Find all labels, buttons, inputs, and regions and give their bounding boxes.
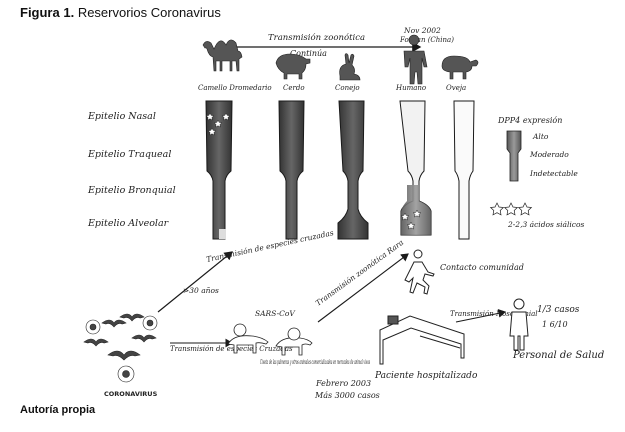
runner-icon: [404, 249, 435, 295]
nosocomial-arrow: [455, 309, 507, 323]
tract-rabbit: [337, 100, 369, 240]
coronavirus-icon: [85, 315, 158, 383]
date-annotation: Nov 2002: [403, 26, 441, 35]
bat-icon-2: [119, 313, 145, 322]
zoonotic-label: Transmisión zoonótica: [268, 32, 365, 43]
years-label: >30 años: [183, 286, 219, 295]
legend-title: DPP4 expresión: [497, 116, 562, 125]
human-icon: [403, 34, 428, 85]
date-feb-2003: Febrero 2003: [315, 379, 371, 388]
zoonotic-rare-arrow: [317, 253, 409, 323]
coronavirus-label: CORONAVIRUS: [104, 390, 158, 398]
figure-caption: Figura 1. Reservorios Coronavirus: [20, 5, 221, 20]
bat-icon-3: [83, 338, 109, 347]
civet-label: Civeta de las palmeras y otros animales …: [260, 358, 370, 366]
cases-third: 1/3 casos: [537, 305, 580, 315]
bat-icon-5: [107, 350, 141, 361]
camel-icon: [202, 39, 243, 72]
host-label-rabbit: Conejo: [335, 84, 360, 92]
sars-virus-icon: [233, 323, 247, 337]
place-annotation: Foshan (China): [399, 36, 454, 44]
figure-credit: Autoría propia: [20, 404, 96, 416]
sars-label: SARS-CoV: [255, 309, 296, 318]
health-staff-label: Personal de Salud: [512, 350, 604, 361]
hospital-bed-icon: [379, 315, 465, 365]
host-label-human: Humano: [395, 84, 426, 92]
legend-swatch: [506, 130, 522, 182]
cases-3000: Más 3000 casos: [314, 391, 380, 400]
tract-sheep: [453, 100, 475, 240]
sars-virus-icon-2: [287, 327, 301, 341]
legend-undetectable: Indetectable: [529, 169, 578, 178]
civet-icon: [227, 335, 269, 354]
crossed-transmission-arrow: [157, 251, 233, 313]
epithelium-nasal-label: Epitelio Nasal: [87, 111, 156, 122]
nosocomial-label: Transmisión Nosocomial: [450, 310, 538, 318]
sialic-acid-markers: [205, 112, 422, 230]
host-label-camel: Camello Dromedario: [198, 84, 272, 92]
hospitalized-label: Paciente hospitalizado: [374, 371, 478, 381]
crossed-transmission-label-2: Transmisión de especies Cruzadas: [170, 345, 293, 353]
epithelium-alveolar-label: Epitelio Alveolar: [87, 218, 170, 229]
figure-number: Figura 1.: [20, 5, 75, 20]
tract-pig: [278, 100, 305, 240]
continuous-label: Continúa: [290, 49, 327, 58]
epithelium-bronchial-label: Epitelio Bronquial: [87, 185, 176, 196]
community-contact-label: Contacto comunidad: [440, 263, 524, 272]
figure-title: Reservorios Coronavirus: [77, 5, 221, 20]
host-label-pig: Cerdo: [283, 84, 305, 92]
legend-moderate: Moderado: [529, 150, 569, 159]
legend-stars-icon: [489, 202, 533, 216]
legend-sialic-label: 2-2,3 ácidos siálicos: [507, 220, 584, 229]
legend-high: Alto: [532, 132, 549, 141]
host-label-sheep: Oveja: [446, 84, 466, 92]
health-worker-icon: [509, 298, 529, 351]
epithelium-tracheal-label: Epitelio Traqueal: [87, 149, 171, 160]
pig-icon: [275, 53, 311, 80]
rabbit-icon: [339, 53, 361, 81]
bat-icon-4: [131, 334, 157, 343]
sheep-icon: [441, 55, 479, 80]
bat-icon: [101, 319, 127, 328]
cases-sixtenths: 1 6/10: [542, 320, 568, 329]
zoonotic-rare-label: Transmisión zoonótica Rara: [314, 238, 405, 308]
